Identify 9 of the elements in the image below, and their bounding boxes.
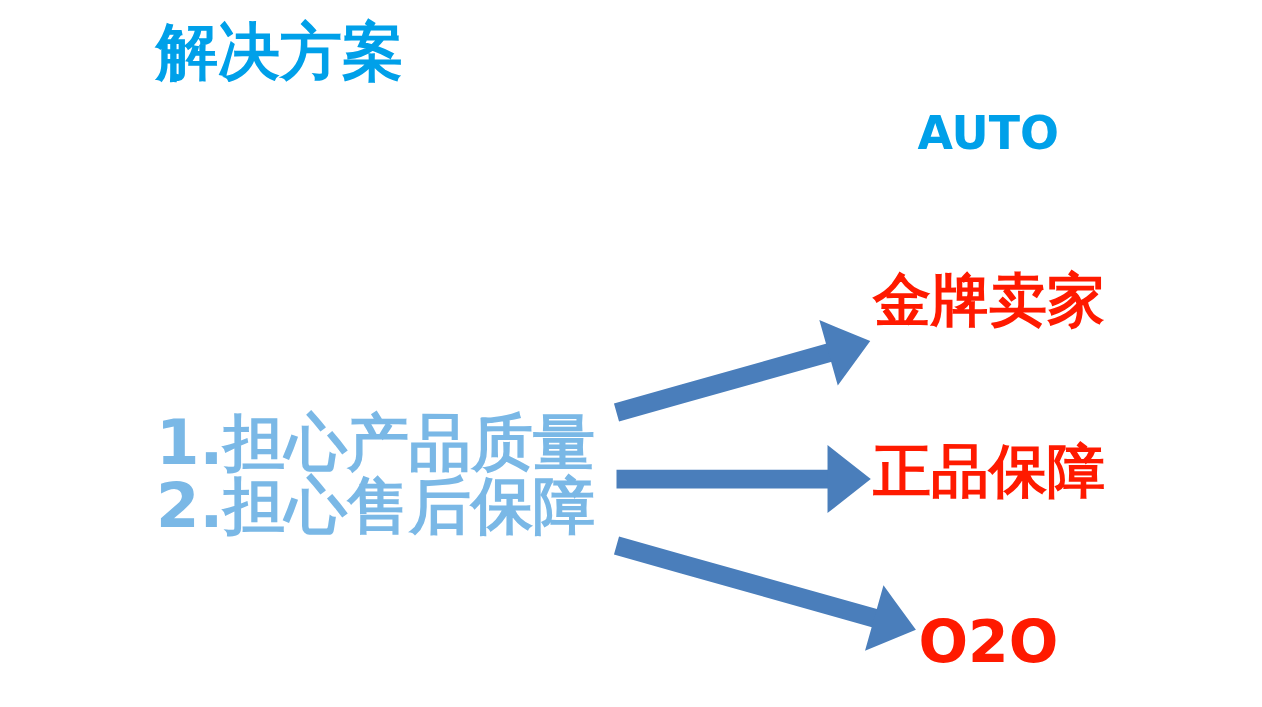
node-text: 1.担心产品质量 2.担心售后保障 bbox=[156, 406, 596, 542]
arrow bbox=[613, 320, 871, 422]
diagram-title: 解决方案 bbox=[156, 14, 404, 88]
label: AUTO bbox=[917, 106, 1059, 161]
node-text: 金牌卖家 bbox=[872, 266, 1105, 335]
arrow bbox=[616, 444, 871, 514]
node-text: 正品保障 bbox=[872, 437, 1105, 506]
node-text: O2O bbox=[918, 608, 1059, 677]
arrow bbox=[613, 536, 916, 651]
